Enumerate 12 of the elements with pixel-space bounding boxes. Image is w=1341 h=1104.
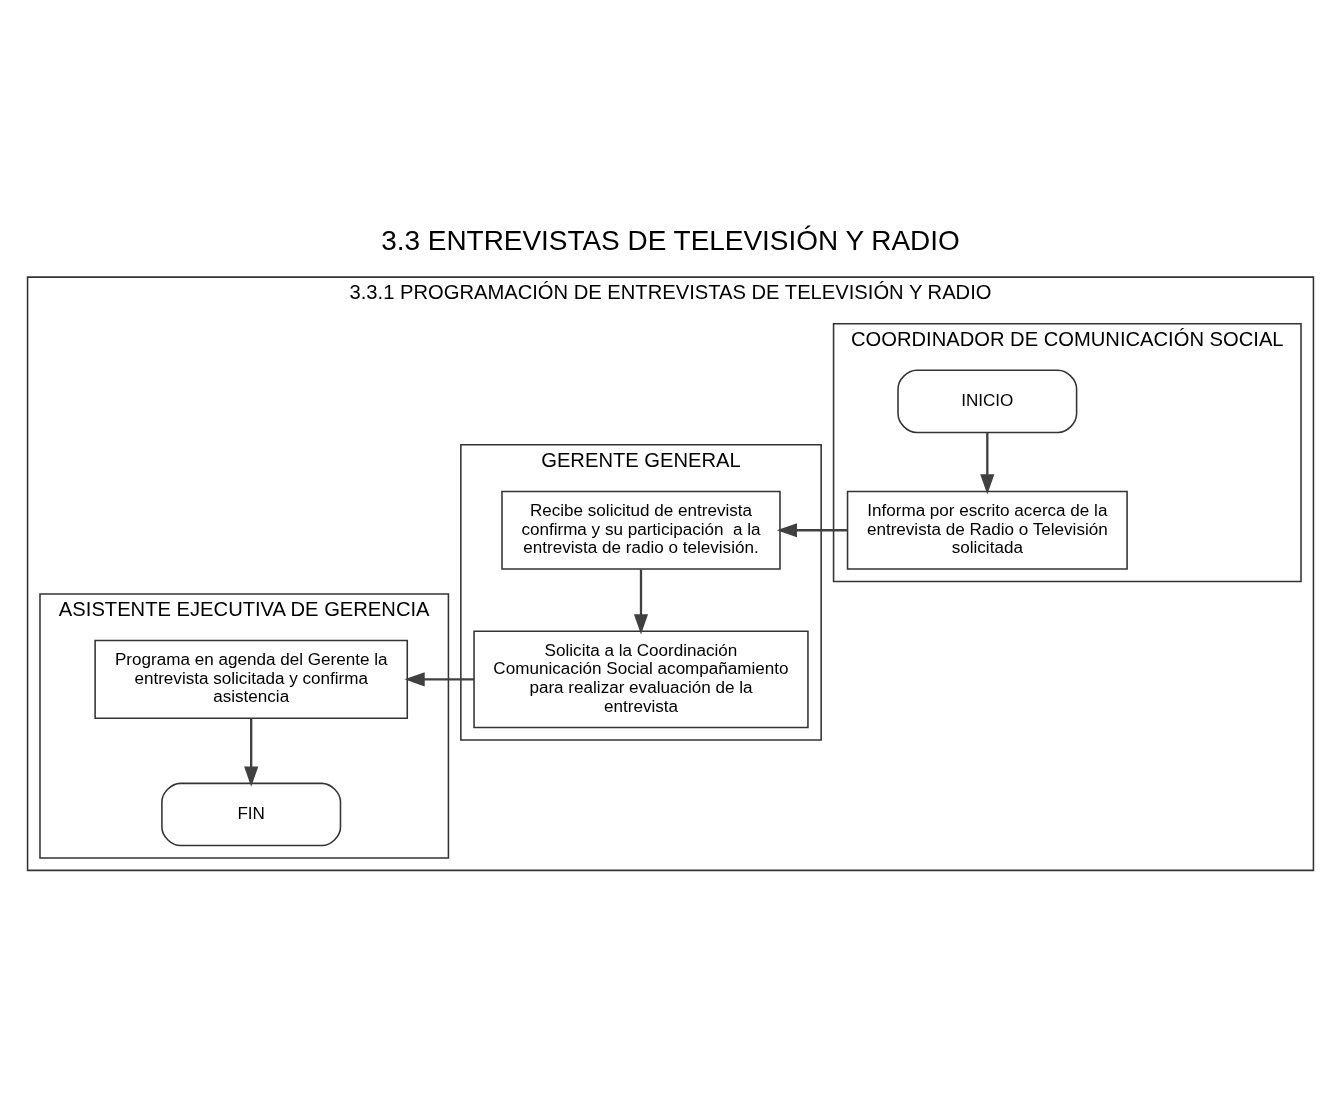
arrow: [776, 523, 848, 538]
node-box: Programa en agenda del Gerente la entrevista solicitada y confirma asistencia: [94, 639, 409, 719]
node-box: Recibe solicitud de entrevista confirma y su participación a la entrevista de radio o televisión.: [501, 490, 781, 570]
node-box: Informa por escrito acerca de la entrevista de Radio o Televisión solicitada: [846, 490, 1128, 570]
arrow: [244, 718, 259, 787]
diagram-title: 3.3 ENTREVISTAS DE TELEVISIÓN Y RADIO: [381, 224, 960, 256]
arrow: [980, 432, 995, 495]
node-box: FIN: [161, 782, 342, 847]
arrow: [633, 569, 649, 635]
node-box: Solicita a la Coordinación Comunicación Social acompañamiento para realizar evaluación de la entrevista: [473, 630, 809, 729]
arrow: [404, 672, 474, 687]
node-box: INICIO: [897, 369, 1078, 434]
